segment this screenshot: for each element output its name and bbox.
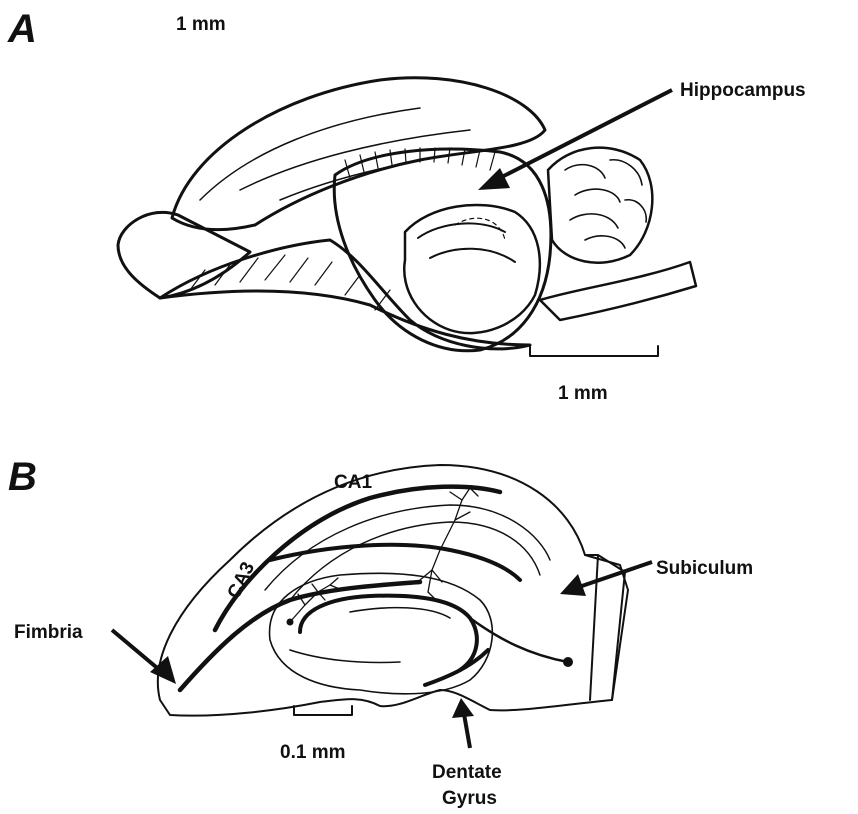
cortex-hemisphere <box>172 78 545 230</box>
cortex-shading-lines <box>200 108 500 200</box>
panel-b-letter: B <box>8 455 37 499</box>
subicular-soma <box>563 657 573 667</box>
panel-a: A 1 mm <box>7 7 806 404</box>
cerebellum <box>548 148 652 263</box>
dentate-arrow <box>452 698 474 748</box>
hippocampus-arrow <box>478 90 672 190</box>
panel-a-top-scale-label: 1 mm <box>176 14 226 35</box>
subiculum-arrow <box>560 562 652 596</box>
cutaway-cavity <box>334 149 551 351</box>
dentate-lower-blade <box>425 650 488 685</box>
dentate-inner <box>290 608 450 663</box>
panel-a-scale-bar <box>530 346 658 356</box>
dentate-outer <box>270 573 493 694</box>
panel-b-scale-label: 0.1 mm <box>280 742 345 763</box>
dentate-label-line2: Gyrus <box>442 788 497 809</box>
dentate-label-line1: Dentate <box>432 762 502 783</box>
inner-contour-1 <box>265 505 550 590</box>
rat-brain-illustration <box>118 78 696 351</box>
panel-b-scale-bar <box>294 706 352 715</box>
fimbria-arrow <box>112 630 176 684</box>
ca3-label: CA3 <box>224 559 260 602</box>
brainstem <box>540 262 696 320</box>
hippocampus-label: Hippocampus <box>680 80 806 101</box>
inner-contour-2 <box>290 522 540 600</box>
ca1-label: CA1 <box>334 472 372 493</box>
panel-b: B <box>8 455 753 809</box>
fimbria-label: Fimbria <box>14 622 83 643</box>
cerebellum-folia <box>565 160 646 248</box>
panel-a-letter: A <box>7 7 37 51</box>
panel-a-scale-label: 1 mm <box>558 383 608 404</box>
schaffer-path <box>270 545 520 580</box>
subiculum-label: Subiculum <box>656 558 753 579</box>
